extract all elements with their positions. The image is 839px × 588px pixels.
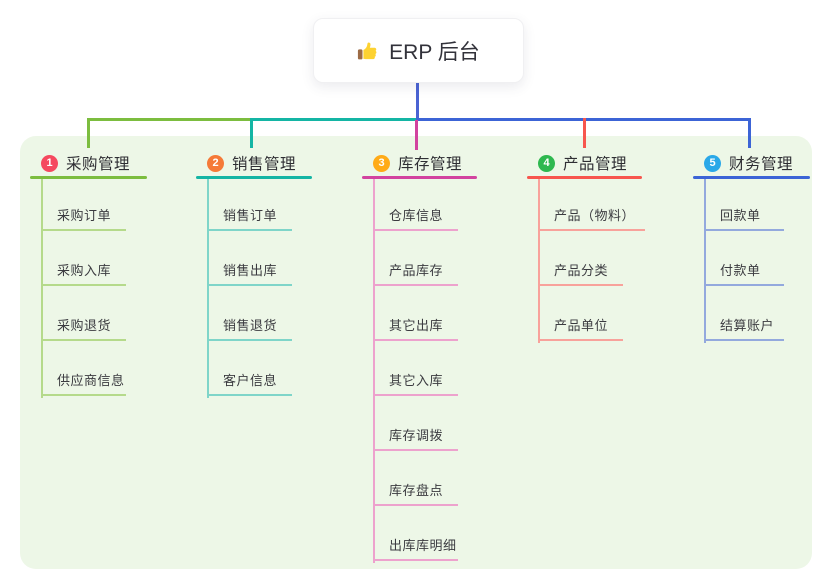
branch-underline	[362, 176, 477, 179]
child-label: 回款单	[720, 208, 761, 223]
child-node[interactable]: 结算账户	[704, 311, 784, 341]
children-connector-line	[704, 179, 706, 343]
child-label: 销售退货	[223, 318, 278, 333]
connector-drop-sales	[250, 118, 253, 148]
child-label: 仓库信息	[389, 208, 444, 223]
child-node[interactable]: 仓库信息	[373, 201, 458, 231]
root-node[interactable]: ERP 后台	[313, 18, 524, 83]
child-node[interactable]: 采购入库	[41, 256, 126, 286]
connector-drop-inventory	[415, 120, 418, 150]
child-label: 产品（物料）	[554, 208, 636, 223]
branch-node[interactable]: 2 销售管理	[196, 150, 312, 176]
child-label: 库存调拨	[389, 428, 444, 443]
child-label: 采购退货	[57, 318, 112, 333]
child-node[interactable]: 付款单	[704, 256, 784, 286]
root-title: ERP 后台	[389, 40, 480, 64]
branch-label: 财务管理	[729, 156, 794, 173]
branches-panel	[20, 136, 812, 569]
branch-sales: 2 销售管理 销售订单 销售出库 销售退货 客户信息	[196, 150, 312, 398]
children-connector-line	[207, 179, 209, 398]
branch-node[interactable]: 4 产品管理	[527, 150, 642, 176]
branch-label: 销售管理	[232, 156, 297, 173]
branch-node[interactable]: 3 库存管理	[362, 150, 477, 176]
branch-underline	[196, 176, 312, 179]
branch-underline	[527, 176, 642, 179]
branch-label: 库存管理	[398, 156, 463, 173]
connector-bus-green	[87, 118, 252, 121]
child-label: 供应商信息	[57, 373, 125, 388]
thumbs-up-icon	[357, 40, 379, 62]
child-label: 采购订单	[57, 208, 112, 223]
child-label: 销售出库	[223, 263, 278, 278]
child-label: 其它入库	[389, 373, 444, 388]
child-node[interactable]: 采购订单	[41, 201, 126, 231]
branch-node[interactable]: 5 财务管理	[693, 150, 810, 176]
child-label: 产品库存	[389, 263, 444, 278]
badge-number: 5	[704, 154, 721, 172]
connector-drop-finance	[748, 118, 751, 148]
branch-inventory: 3 库存管理 仓库信息 产品库存 其它出库 其它入库 库存调拨 库存盘点 出库库…	[362, 150, 477, 563]
child-label: 客户信息	[223, 373, 278, 388]
connector-bus-teal	[250, 118, 418, 121]
badge-number: 1	[41, 154, 58, 172]
child-node[interactable]: 销售订单	[207, 201, 292, 231]
child-label: 付款单	[720, 263, 761, 278]
branch-underline	[693, 176, 810, 179]
branch-label: 采购管理	[66, 156, 131, 173]
child-node[interactable]: 库存调拨	[373, 421, 458, 451]
connector-root-vertical	[416, 80, 419, 120]
child-node[interactable]: 其它入库	[373, 366, 458, 396]
children-connector-line	[373, 179, 375, 563]
child-node[interactable]: 库存盘点	[373, 476, 458, 506]
connector-drop-product	[583, 118, 586, 148]
child-node[interactable]: 客户信息	[207, 366, 292, 396]
branch-product: 4 产品管理 产品（物料） 产品分类 产品单位	[527, 150, 645, 343]
children-connector-line	[41, 179, 43, 398]
branch-underline	[30, 176, 147, 179]
badge-number: 3	[373, 154, 390, 172]
badge-number: 2	[207, 154, 224, 172]
child-label: 出库库明细	[389, 538, 457, 553]
child-node[interactable]: 回款单	[704, 201, 784, 231]
child-node[interactable]: 销售出库	[207, 256, 292, 286]
child-node[interactable]: 采购退货	[41, 311, 126, 341]
children-connector-line	[538, 179, 540, 343]
child-node[interactable]: 产品库存	[373, 256, 458, 286]
child-label: 库存盘点	[389, 483, 444, 498]
child-node[interactable]: 供应商信息	[41, 366, 126, 396]
child-node[interactable]: 其它出库	[373, 311, 458, 341]
child-label: 产品单位	[554, 318, 609, 333]
child-label: 采购入库	[57, 263, 112, 278]
child-label: 销售订单	[223, 208, 278, 223]
connector-drop-procurement	[87, 118, 90, 148]
child-node[interactable]: 产品（物料）	[538, 201, 645, 231]
child-label: 其它出库	[389, 318, 444, 333]
branch-procurement: 1 采购管理 采购订单 采购入库 采购退货 供应商信息	[30, 150, 147, 398]
child-node[interactable]: 出库库明细	[373, 531, 458, 561]
child-node[interactable]: 产品单位	[538, 311, 623, 341]
badge-number: 4	[538, 154, 555, 172]
branch-node[interactable]: 1 采购管理	[30, 150, 147, 176]
branch-finance: 5 财务管理 回款单 付款单 结算账户	[693, 150, 810, 343]
child-label: 结算账户	[720, 318, 775, 333]
child-node[interactable]: 销售退货	[207, 311, 292, 341]
child-label: 产品分类	[554, 263, 609, 278]
child-node[interactable]: 产品分类	[538, 256, 623, 286]
branch-label: 产品管理	[563, 156, 628, 173]
